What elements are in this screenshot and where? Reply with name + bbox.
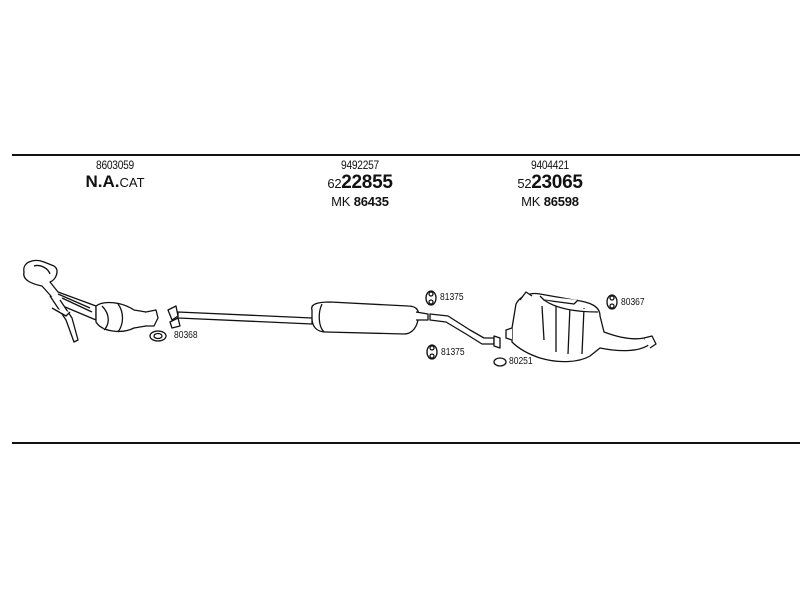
part-label-hanger-top: 81375	[440, 292, 464, 303]
catalytic-converter-assembly	[23, 259, 159, 343]
part-code-prefix: 62	[327, 176, 342, 191]
part-code: 6222855	[305, 172, 415, 194]
part-code-main: 22855	[341, 172, 393, 193]
mk-code: MK 86598	[495, 194, 605, 209]
part-code-prefix: 52	[517, 176, 532, 191]
top-divider	[12, 154, 800, 156]
ref-number: 9404421	[531, 158, 569, 172]
part-code-main: 23065	[531, 172, 583, 193]
mk-prefix: MK	[521, 194, 541, 209]
part-label-hanger-bottom: 81375	[441, 347, 465, 358]
part-name-sub: CAT	[119, 175, 145, 190]
part-code: 5223065	[495, 172, 605, 194]
gasket-80251	[493, 357, 507, 367]
hanger-81375-bottom	[426, 344, 438, 360]
mk-number: 86435	[353, 194, 389, 209]
rear-silencer-assembly	[505, 291, 657, 363]
hanger-81375-top	[425, 290, 437, 306]
column-catalyst: 8603059 N.A.CAT	[70, 158, 160, 192]
gasket-hole	[153, 332, 163, 340]
bottom-divider	[12, 442, 800, 444]
ref-number: 8603059	[96, 158, 134, 172]
hanger-80367	[606, 294, 618, 310]
middle-pipe-assembly	[167, 301, 429, 335]
ref-number: 9492257	[341, 158, 379, 172]
part-label-gasket: 80368	[174, 330, 198, 341]
part-name-main: N.A.	[85, 172, 120, 191]
mk-code: MK 86435	[305, 194, 415, 209]
part-name: N.A.CAT	[70, 172, 160, 192]
part-label-gasket-rear: 80251	[509, 356, 533, 367]
mk-prefix: MK	[331, 194, 351, 209]
mk-number: 86598	[543, 194, 579, 209]
column-middle-pipe: 9492257 6222855 MK 86435	[305, 158, 415, 209]
connector-pipe-assembly	[429, 313, 501, 349]
part-label-hanger-rear: 80367	[621, 297, 645, 308]
column-rear-silencer: 9404421 5223065 MK 86598	[495, 158, 605, 209]
